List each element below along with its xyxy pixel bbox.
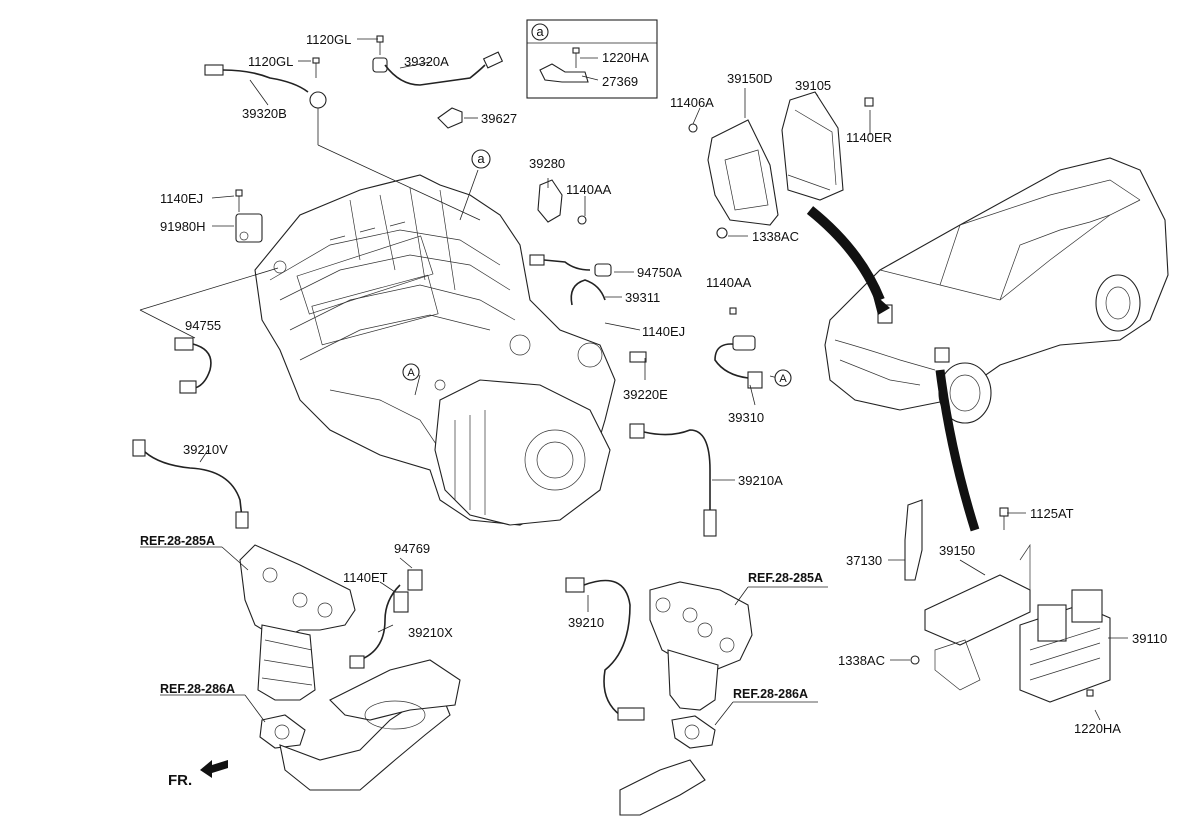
- sensor-94750A[interactable]: [529, 254, 612, 277]
- label-1120GL-left: 1120GL: [248, 54, 293, 69]
- label-1140AA-a: 1140AA: [566, 182, 612, 197]
- sensor-39280[interactable]: [537, 179, 587, 225]
- callout-A-engine: A: [402, 363, 420, 381]
- label-39210A: 39210A: [738, 473, 783, 488]
- o2-sensor-39210A[interactable]: [629, 423, 717, 537]
- o2-sensor-39210V[interactable]: [132, 439, 249, 529]
- label-39210V: 39210V: [183, 442, 228, 457]
- callout-A-sensor: A: [774, 369, 792, 387]
- label-39627: 39627: [481, 111, 517, 126]
- label-37130: 37130: [846, 553, 882, 568]
- ref-label-4: REF.28-286A: [733, 687, 808, 701]
- label-1338AC-top: 1338AC: [752, 229, 799, 244]
- label-39310: 39310: [728, 410, 764, 425]
- ecu-bracket-37130[interactable]: [904, 499, 923, 581]
- engine-assembly: [254, 174, 616, 526]
- label-1140ER: 1140ER: [846, 130, 892, 145]
- ref-label-2: REF.28-286A: [160, 682, 235, 696]
- crank-sensor-94755[interactable]: [174, 337, 212, 394]
- ref-label-1: REF.28-285A: [140, 534, 215, 548]
- o2-sensor-39210X[interactable]: [349, 584, 401, 669]
- sensor-39310[interactable]: [714, 307, 763, 389]
- label-91980H: 91980H: [160, 219, 206, 234]
- label-27369: 27369: [602, 74, 638, 89]
- label-39311: 39311: [625, 290, 660, 305]
- svg-text:A: A: [407, 367, 415, 379]
- exhaust-manifold-left[interactable]: [239, 544, 461, 791]
- svg-text:a: a: [477, 151, 485, 166]
- label-39220E: 39220E: [623, 387, 668, 402]
- callout-a-engine: a: [471, 149, 491, 169]
- front-indicator: FR.: [168, 760, 228, 789]
- bracket-39627[interactable]: [437, 107, 463, 129]
- vehicle-suv: [806, 157, 1169, 532]
- bracket-39311[interactable]: [570, 279, 606, 306]
- label-39280: 39280: [529, 156, 565, 171]
- label-39210X: 39210X: [408, 625, 453, 640]
- temp-sensor-39220E[interactable]: [629, 351, 647, 363]
- label-1220HA-bot: 1220HA: [1074, 721, 1121, 736]
- label-1140ET: 1140ET: [343, 570, 388, 585]
- label-94750A: 94750A: [637, 265, 682, 280]
- label-39150D: 39150D: [727, 71, 773, 86]
- svg-text:A: A: [779, 373, 787, 385]
- connector-94769[interactable]: [393, 569, 423, 613]
- label-1220HA-inset: 1220HA: [602, 50, 649, 65]
- detail-inset-a: a 1220HA 27369: [526, 19, 658, 99]
- cam-sensor-91980H[interactable]: [235, 189, 263, 243]
- label-1140AA-b: 1140AA: [706, 275, 752, 290]
- inset-marker: a: [536, 24, 544, 39]
- knock-sensor-39320B[interactable]: [204, 64, 327, 109]
- label-39320A: 39320A: [404, 54, 449, 69]
- ecu-39105[interactable]: [781, 91, 874, 201]
- front-label: FR.: [168, 772, 192, 789]
- label-1125AT: 1125AT: [1030, 506, 1074, 521]
- reference-labels: REF.28-285A REF.28-286A REF.28-285A REF.…: [140, 534, 823, 701]
- label-11406A: 11406A: [670, 95, 714, 110]
- ecu-tray-39150[interactable]: [910, 507, 1031, 691]
- ecu-bracket-39150D[interactable]: [688, 119, 779, 239]
- o2-sensor-39210[interactable]: [565, 577, 645, 721]
- label-39110: 39110: [1132, 631, 1167, 646]
- part-labels: 1120GL 39320A 1120GL 39320B 39627 1140EJ…: [160, 32, 1167, 736]
- label-39105: 39105: [795, 78, 831, 93]
- label-94755: 94755: [185, 318, 221, 333]
- leader-lines: [139, 38, 1128, 726]
- ecu-39110[interactable]: [1019, 589, 1111, 703]
- ref-label-3: REF.28-285A: [748, 571, 823, 585]
- label-39150: 39150: [939, 543, 975, 558]
- label-39320B: 39320B: [242, 106, 287, 121]
- front-arrow-icon: [200, 760, 228, 778]
- label-1338AC-bot: 1338AC: [838, 653, 885, 668]
- label-94769: 94769: [394, 541, 430, 556]
- label-1140EJ-mid: 1140EJ: [642, 324, 685, 339]
- label-1120GL-top: 1120GL: [306, 32, 351, 47]
- exhaust-manifold-right[interactable]: [619, 581, 753, 816]
- label-39210: 39210: [568, 615, 604, 630]
- knock-sensor-39320A[interactable]: [372, 51, 504, 86]
- label-1140EJ-left: 1140EJ: [160, 191, 203, 206]
